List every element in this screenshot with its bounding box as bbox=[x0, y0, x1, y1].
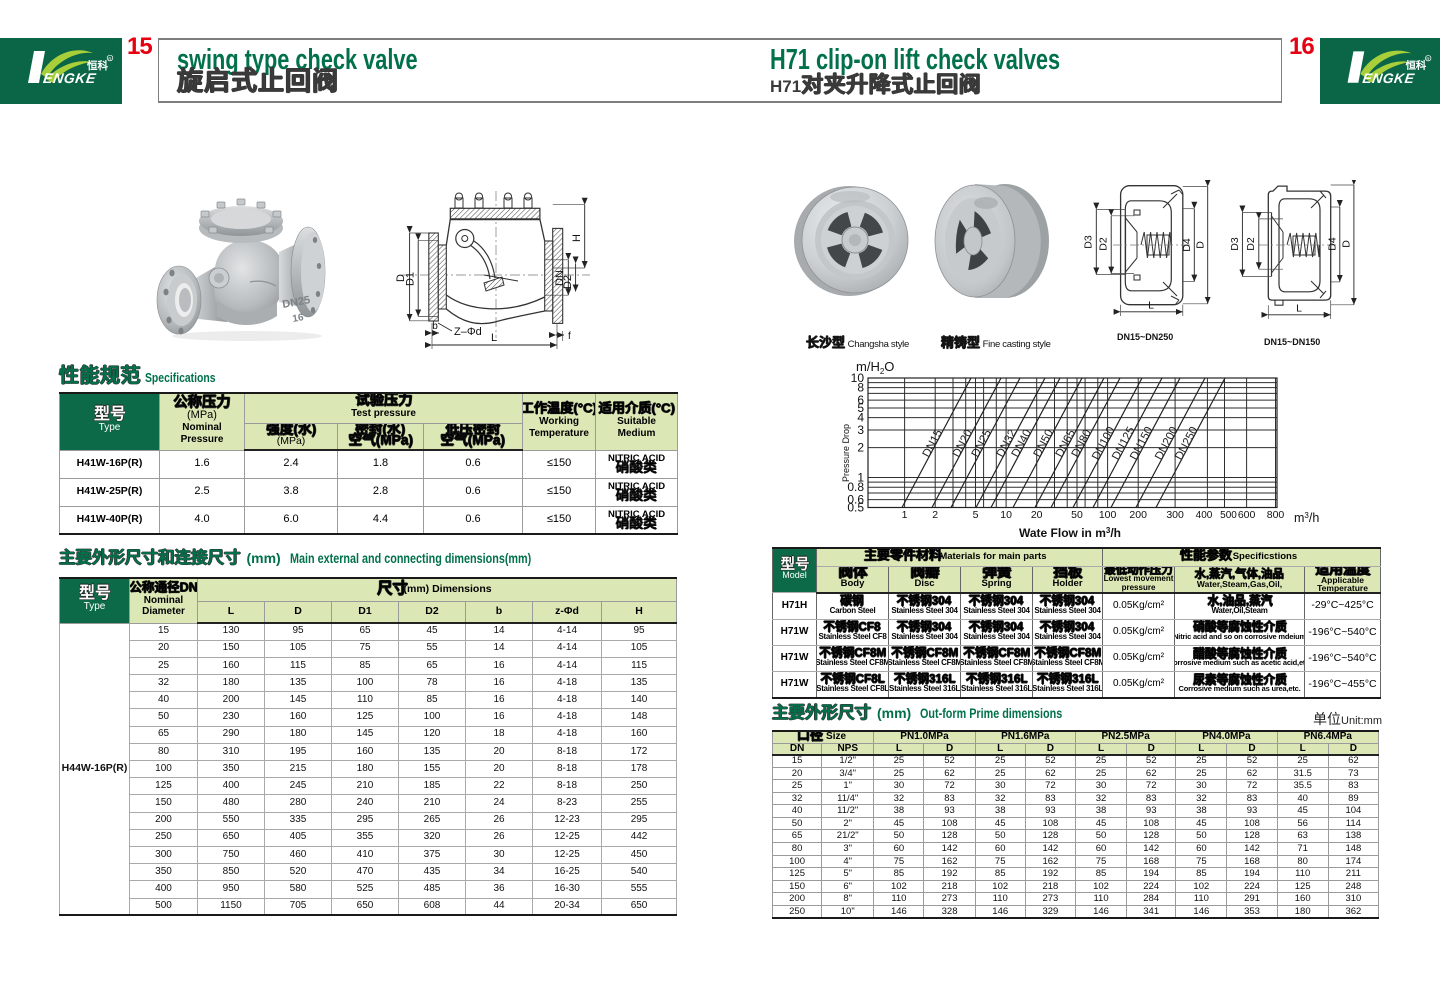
svg-text:L: L bbox=[1148, 300, 1154, 312]
svg-text:D2: D2 bbox=[1245, 237, 1257, 251]
svg-text:DN: DN bbox=[554, 270, 566, 286]
svg-text:L: L bbox=[1296, 303, 1302, 315]
svg-text:DN50: DN50 bbox=[1032, 428, 1056, 460]
svg-text:1: 1 bbox=[902, 509, 908, 521]
svg-text:DN15: DN15 bbox=[921, 428, 945, 460]
svg-text:D: D bbox=[395, 274, 407, 282]
svg-text:Pressure Drop: Pressure Drop bbox=[841, 424, 851, 482]
svg-text:0.6: 0.6 bbox=[847, 493, 864, 507]
svg-text:100: 100 bbox=[1099, 509, 1117, 521]
svg-text:D2: D2 bbox=[562, 275, 574, 289]
svg-text:D1: D1 bbox=[405, 272, 417, 286]
svg-text:D4: D4 bbox=[1181, 238, 1193, 252]
svg-text:10: 10 bbox=[851, 371, 865, 385]
svg-text:20: 20 bbox=[1031, 509, 1043, 521]
svg-text:m/H2O: m/H2O bbox=[856, 359, 894, 376]
svg-text:8: 8 bbox=[857, 381, 864, 395]
svg-text:D3: D3 bbox=[1083, 235, 1095, 249]
svg-text:D3: D3 bbox=[1229, 237, 1241, 251]
svg-text:0.5: 0.5 bbox=[847, 501, 864, 515]
svg-text:16: 16 bbox=[292, 312, 305, 325]
svg-text:D: D bbox=[1195, 241, 1207, 249]
svg-text:Wate Flow in m3/h: Wate Flow in m3/h bbox=[1019, 526, 1121, 540]
svg-text:H: H bbox=[571, 234, 583, 242]
svg-text:Z–Φd: Z–Φd bbox=[454, 326, 482, 338]
svg-text:3: 3 bbox=[857, 423, 864, 437]
svg-text:10: 10 bbox=[1000, 509, 1012, 521]
svg-text:2: 2 bbox=[932, 509, 938, 521]
svg-text:800: 800 bbox=[1267, 509, 1285, 521]
svg-text:D: D bbox=[1341, 240, 1353, 248]
svg-text:ENGKE: ENGKE bbox=[1362, 70, 1416, 86]
svg-text:DN25: DN25 bbox=[281, 294, 311, 311]
svg-text:恒科: 恒科 bbox=[1406, 59, 1427, 72]
svg-text:L: L bbox=[491, 332, 497, 344]
svg-text:b: b bbox=[432, 321, 438, 332]
svg-text:500: 500 bbox=[1220, 510, 1237, 521]
svg-text:D4: D4 bbox=[1327, 237, 1339, 251]
svg-text:1: 1 bbox=[857, 471, 864, 485]
svg-text:恒科: 恒科 bbox=[87, 59, 108, 72]
svg-text:300: 300 bbox=[1166, 509, 1184, 521]
svg-text:4: 4 bbox=[857, 411, 864, 425]
svg-text:D2: D2 bbox=[1098, 237, 1110, 251]
svg-text:6: 6 bbox=[857, 393, 864, 407]
svg-text:R: R bbox=[1426, 57, 1429, 62]
svg-text:5: 5 bbox=[857, 401, 864, 415]
svg-text:2: 2 bbox=[857, 441, 864, 455]
svg-text:400: 400 bbox=[1196, 510, 1213, 521]
svg-text:m3/h: m3/h bbox=[1294, 511, 1319, 525]
svg-text:0.8: 0.8 bbox=[847, 480, 864, 494]
svg-text:ENGKE: ENGKE bbox=[42, 70, 97, 86]
svg-text:5: 5 bbox=[973, 509, 979, 521]
svg-text:600: 600 bbox=[1238, 509, 1256, 521]
svg-text:f: f bbox=[568, 331, 571, 342]
svg-text:50: 50 bbox=[1071, 509, 1083, 521]
svg-text:R: R bbox=[108, 57, 112, 62]
svg-text:200: 200 bbox=[1129, 509, 1147, 521]
